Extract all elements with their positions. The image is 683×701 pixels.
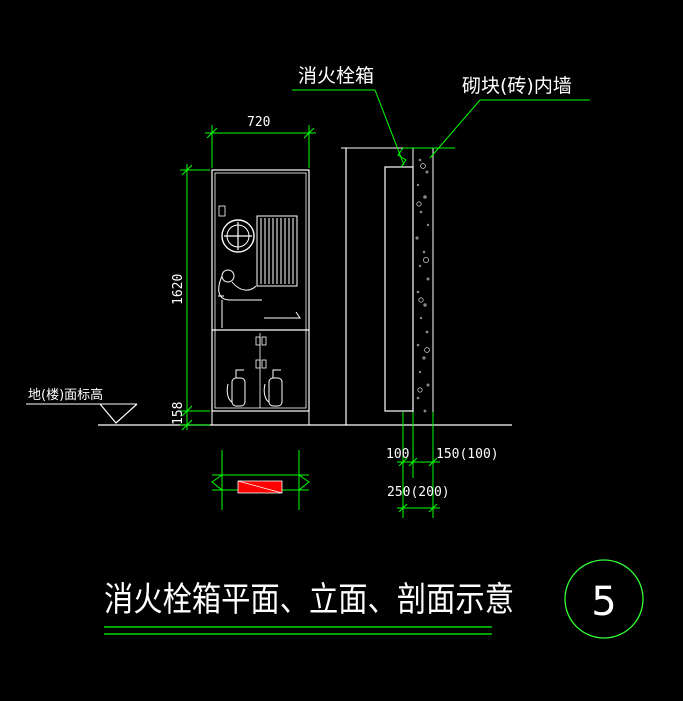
wall-name-label: 砌块(砖)内墙: [462, 75, 572, 97]
width-dimension-label: 720: [247, 115, 270, 130]
masonry-wall: [397, 147, 455, 425]
hose-reel-icon: [221, 219, 255, 253]
drawing-title: 消火栓箱平面、立面、剖面示意: [104, 580, 514, 620]
cabinet-name-label: 消火栓箱: [298, 65, 374, 87]
drawing-number: 5: [591, 579, 616, 625]
extinguisher-icon: [226, 369, 246, 407]
section-view: 100 150(100) 250(200): [341, 147, 499, 518]
width-dimension: [205, 125, 316, 168]
base-height-label: 158: [171, 402, 186, 425]
total-thickness-label: 250(200): [387, 485, 450, 500]
hose-rack-icon: [256, 215, 298, 287]
cabinet-depth-label: 100: [386, 447, 409, 462]
floor-level-marker: 地(楼)面标高: [26, 387, 138, 424]
height-dimension-label: 1620: [171, 274, 186, 305]
floor-level-label: 地(楼)面标高: [28, 387, 103, 403]
wall-thickness-label: 150(100): [436, 447, 499, 462]
cabinet-section: [384, 166, 414, 412]
cabinet-leader: [292, 89, 405, 166]
extinguisher-icon: [263, 369, 283, 407]
handle-icon: [218, 205, 226, 217]
height-dimension: [180, 164, 210, 431]
cabinet-plan-view: [211, 450, 310, 510]
cabinet-elevation: [211, 169, 310, 425]
drawing-number-circle: [564, 559, 644, 639]
valve-icon: [218, 269, 301, 328]
wall-leader: [429, 99, 590, 159]
